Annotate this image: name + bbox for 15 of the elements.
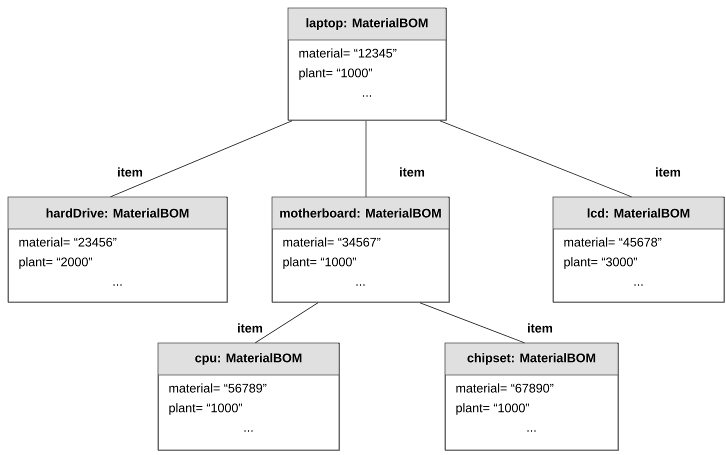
object-box: laptop: MaterialBOM material= “12345” plant= “1000” ...: [288, 8, 447, 121]
edge-label: item: [118, 167, 142, 177]
object-box: hardDrive: MaterialBOM material= “23456” plant= “2000” ...: [8, 196, 228, 303]
object-box: chipset: MaterialBOM material= “67890” plant= “1000” ...: [444, 342, 619, 451]
connector-line: [254, 302, 318, 344]
edge-label: item: [238, 323, 262, 333]
connector-line: [440, 120, 632, 198]
object-box: cpu: MaterialBOM material= “56789” plant= “1000” ...: [158, 342, 340, 451]
connector-line: [420, 302, 526, 344]
connector-line: [110, 120, 292, 198]
edge-label: item: [656, 167, 680, 177]
edge-label: item: [528, 323, 552, 333]
object-box: motherboard: MaterialBOM material= “34567” plant= “1000” ...: [272, 196, 450, 303]
object-box: lcd: MaterialBOM material= “45678” plant= “3000” ...: [552, 196, 725, 303]
edge-label: item: [400, 167, 424, 177]
